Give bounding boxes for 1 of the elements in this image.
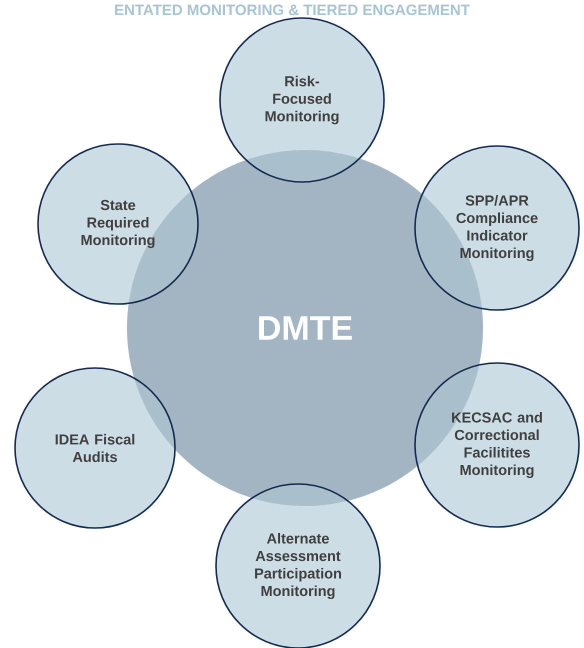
title: ENTATED MONITORING & TIERED ENGAGEMENT (115, 4, 470, 16)
